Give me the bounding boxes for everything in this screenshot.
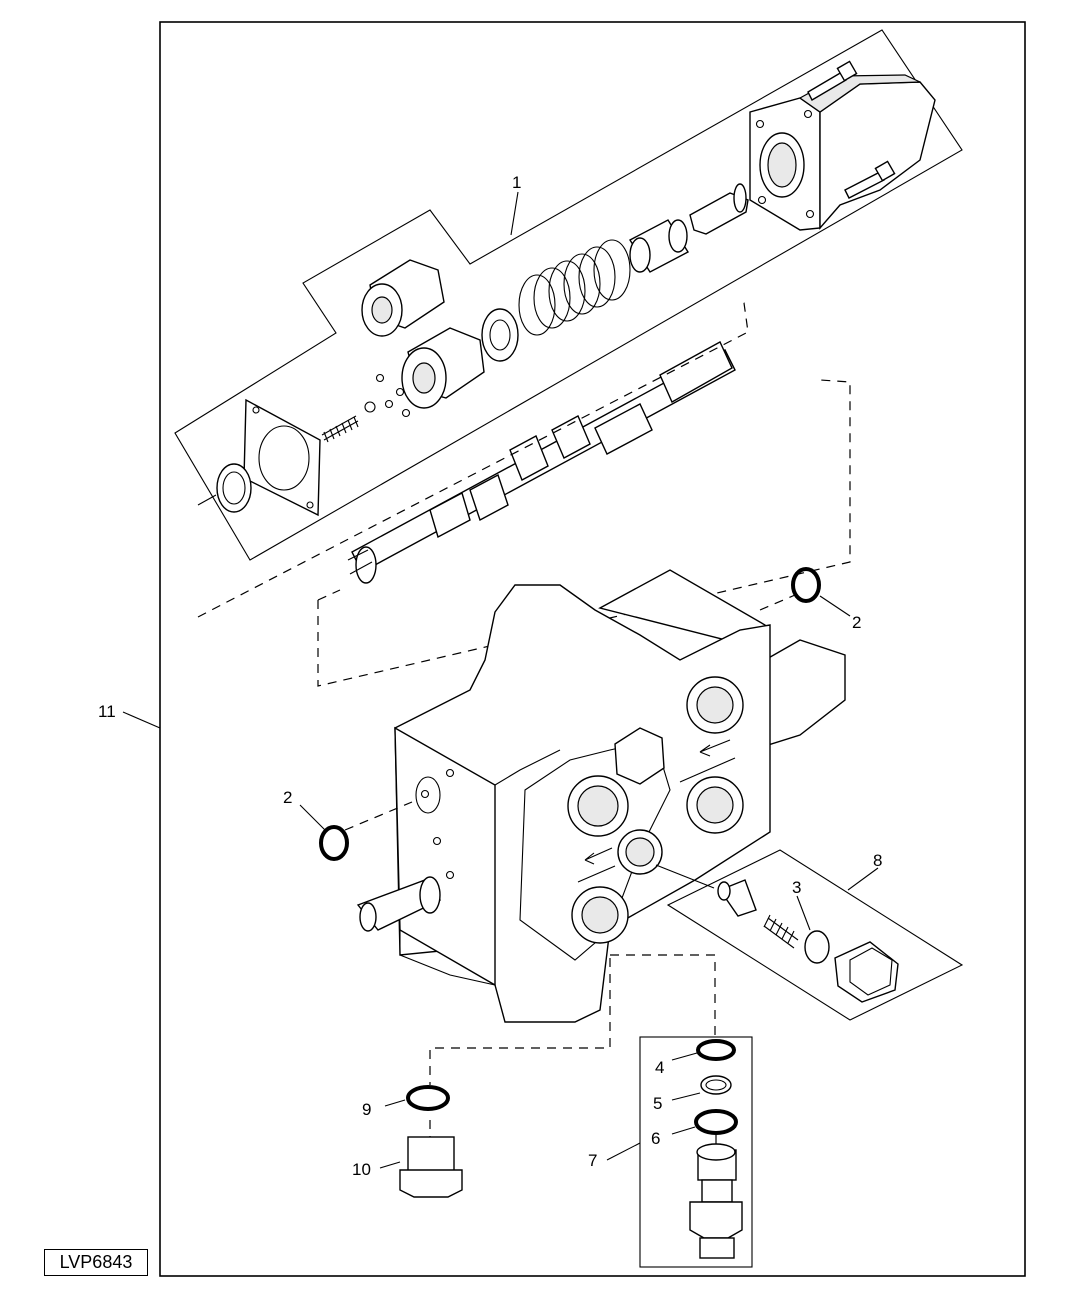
callout-11: 11 (98, 702, 116, 721)
callout-7: 7 (588, 1151, 597, 1170)
callout-8: 8 (873, 851, 882, 870)
callout-5: 5 (653, 1094, 662, 1113)
callout-2-upper: 2 (852, 613, 861, 632)
callout-1: 1 (512, 173, 521, 192)
assembly-frame (159, 21, 1026, 1277)
spool-seal (197, 463, 252, 513)
detent-plunger (689, 183, 749, 235)
relief-poppet (717, 879, 757, 917)
spring-cap-upper (361, 259, 445, 337)
callout-10: 10 (352, 1160, 371, 1179)
o-ring-6 (694, 1109, 738, 1135)
cap-screw-upper (807, 60, 858, 101)
callout-9: 9 (362, 1100, 371, 1119)
kit-8-outline (666, 849, 964, 1021)
callout-2-left: 2 (283, 788, 292, 807)
o-ring-9 (406, 1085, 450, 1111)
centering-spring (518, 239, 631, 336)
end-cap (749, 74, 936, 231)
alignment-line-upper (197, 301, 749, 618)
kit-7-outline (639, 1036, 753, 1268)
drawing-code-label: LVP6843 (44, 1249, 148, 1276)
relief-o-ring (804, 930, 830, 964)
callout-3: 3 (792, 878, 801, 897)
o-ring-left (319, 825, 349, 861)
cap-screw-lower (844, 160, 896, 199)
callout-6: 6 (651, 1129, 660, 1148)
spring-guide-bushing (629, 219, 689, 273)
relief-plug (834, 941, 899, 1003)
o-ring-upper (791, 567, 821, 603)
spring-cap-lower (401, 327, 485, 409)
quick-coupler-fitting (689, 1143, 743, 1259)
alignment-line-port-a (429, 958, 611, 1085)
relief-spring (763, 914, 799, 949)
port-plug-10 (399, 1136, 463, 1198)
gasket-plate (243, 398, 321, 517)
callout-4: 4 (655, 1058, 664, 1077)
valve-housing (356, 569, 846, 1023)
backup-ring-5 (700, 1075, 732, 1095)
detent-balls (364, 373, 411, 418)
valve-spool (347, 341, 736, 584)
alignment-line-port-b (610, 954, 716, 1040)
alignment-line-spool (317, 379, 851, 687)
o-ring-4 (696, 1039, 736, 1061)
detent-spring (321, 415, 359, 443)
kit-1-outline (174, 29, 963, 561)
washer (481, 308, 519, 362)
